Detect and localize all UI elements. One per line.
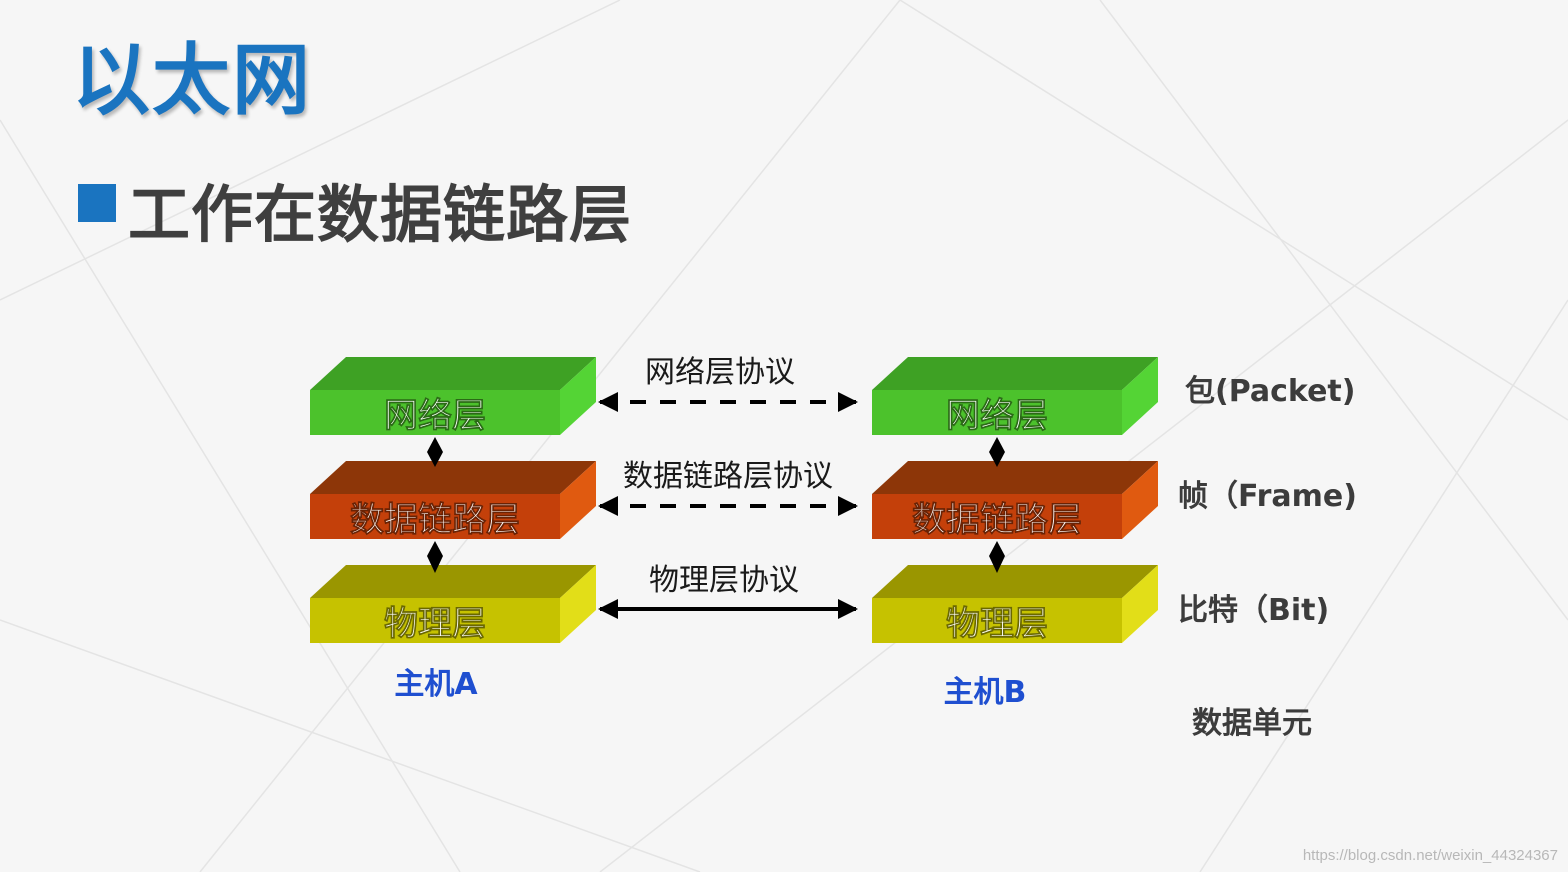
page-subtitle: 工作在数据链路层 bbox=[128, 178, 633, 251]
host-b-physical-label: 物理层 bbox=[946, 604, 1048, 644]
unit-bit-label: 比特（Bit) bbox=[1178, 593, 1329, 628]
host-a-network-label: 网络层 bbox=[384, 396, 486, 436]
data-unit-header: 数据单元 bbox=[1192, 706, 1312, 741]
network-protocol-label: 网络层协议 bbox=[645, 355, 795, 390]
watermark: https://blog.csdn.net/weixin_44324367 bbox=[1302, 847, 1558, 864]
host-a-network-layer: 网络层 bbox=[310, 357, 596, 436]
host-b-datalink-label: 数据链路层 bbox=[912, 500, 1082, 540]
host-a-datalink-label: 数据链路层 bbox=[350, 500, 520, 540]
host-a-vertical-connectors bbox=[427, 437, 443, 573]
datalink-protocol-label: 数据链路层协议 bbox=[623, 459, 833, 494]
host-b-datalink-layer: 数据链路层 bbox=[872, 461, 1158, 540]
host-b-network-layer: 网络层 bbox=[872, 357, 1158, 436]
host-a-physical-label: 物理层 bbox=[384, 604, 486, 644]
bullet-square-icon bbox=[78, 184, 116, 222]
physical-protocol-label: 物理层协议 bbox=[649, 563, 799, 598]
host-a-physical-layer: 物理层 bbox=[310, 565, 596, 644]
host-b-network-label: 网络层 bbox=[946, 396, 1048, 436]
host-b-vertical-connectors bbox=[989, 437, 1005, 573]
host-a-label: 主机A bbox=[394, 667, 478, 702]
unit-packet-label: 包(Packet) bbox=[1185, 374, 1355, 409]
unit-frame-label: 帧（Frame) bbox=[1178, 479, 1357, 514]
host-b-label: 主机B bbox=[944, 675, 1027, 710]
host-b-physical-layer: 物理层 bbox=[872, 565, 1158, 644]
host-a-datalink-layer: 数据链路层 bbox=[310, 461, 596, 540]
page-title: 以太网 bbox=[72, 36, 313, 126]
